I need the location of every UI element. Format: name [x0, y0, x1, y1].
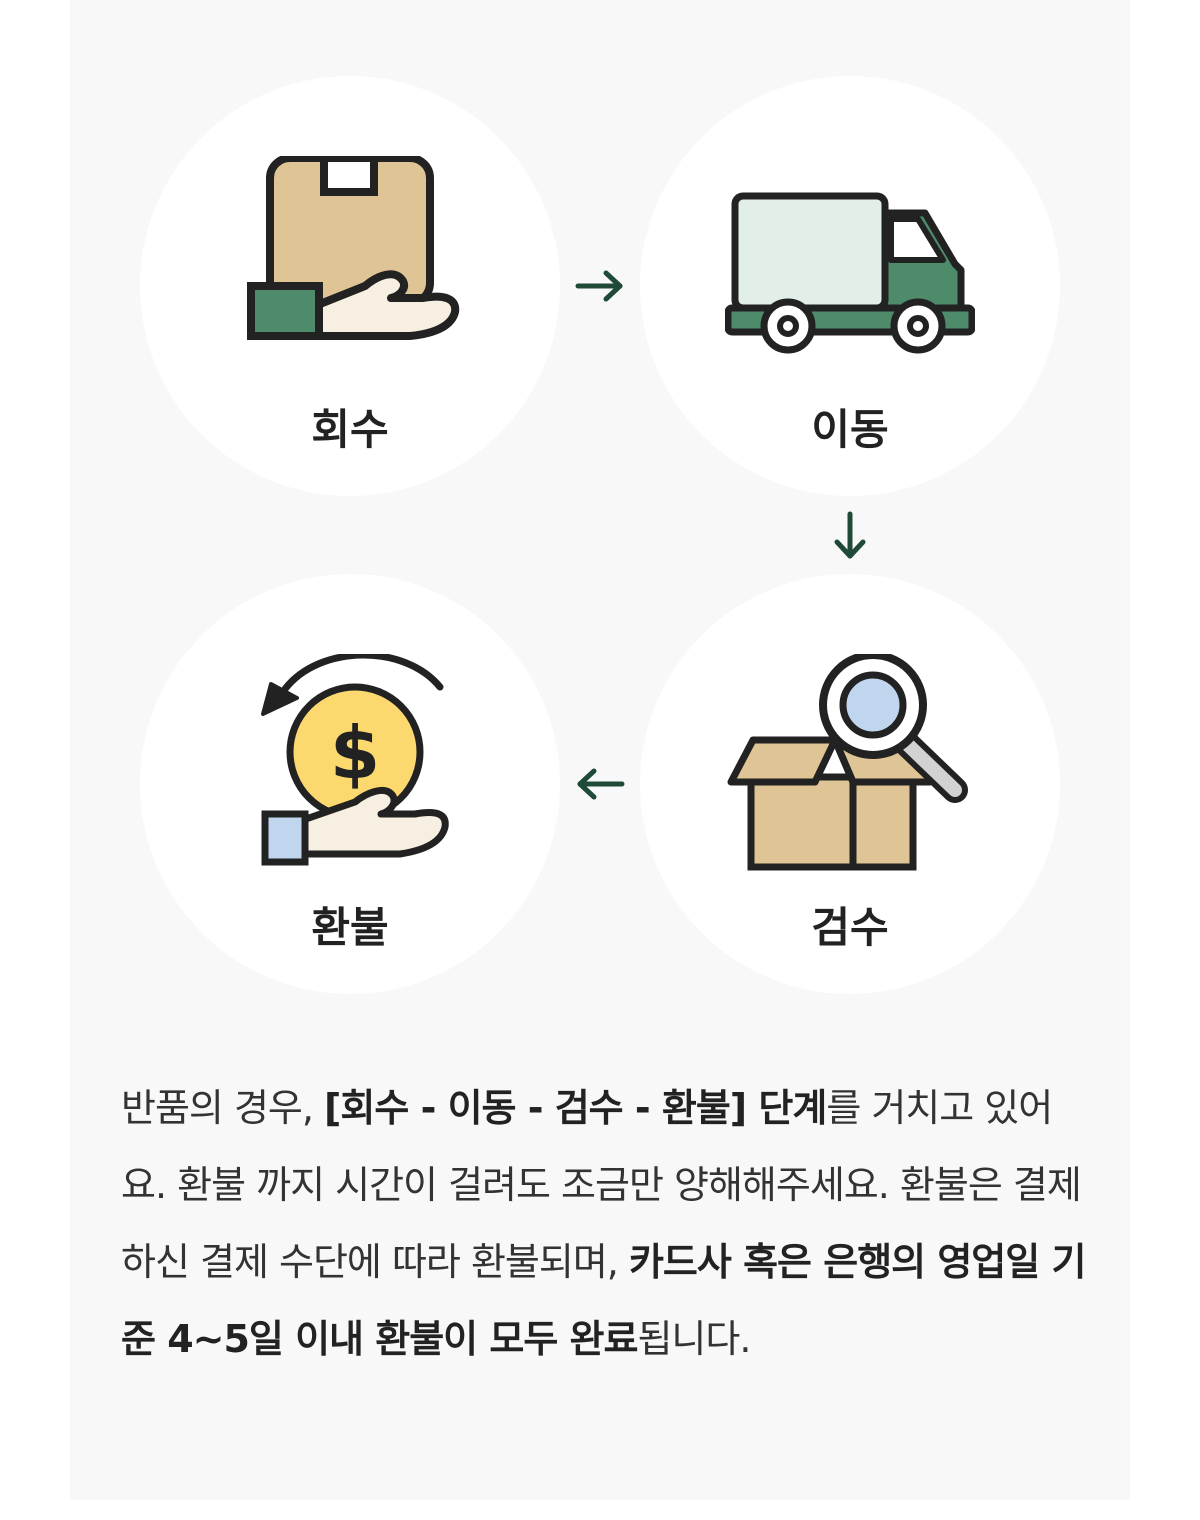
description-steps-highlight: [회수 - 이동 - 검수 - 환불] 단계	[324, 1086, 827, 1130]
box-in-hand-icon	[225, 154, 475, 376]
description-text-3: 됩니다.	[637, 1317, 751, 1361]
step-inspect: 검수	[640, 574, 1060, 994]
arrow-left-icon	[577, 768, 625, 800]
step-label-inspect: 검수	[811, 903, 889, 952]
step-label-collect: 회수	[311, 405, 389, 454]
delivery-truck-icon	[724, 156, 976, 376]
step-move: 이동	[640, 76, 1060, 496]
step-refund: $ 환불	[140, 574, 560, 994]
arrow-right-icon	[575, 270, 623, 302]
description-text-2: 를 거치고 있어요. 환불 까지 시간이 걸려도 조금만 양해해주세요. 환불은…	[121, 1086, 1082, 1284]
refund-description: 반품의 경우, [회수 - 이동 - 검수 - 환불] 단계를 거치고 있어요.…	[121, 1070, 1091, 1378]
coin-refund-icon: $	[225, 651, 475, 874]
svg-text:$: $	[330, 711, 380, 795]
box-magnifier-icon	[725, 651, 975, 874]
step-label-move: 이동	[811, 405, 889, 454]
description-text-1: 반품의 경우,	[121, 1086, 325, 1130]
step-collect: 회수	[140, 76, 560, 496]
description-period-highlight: 카드사 혹은 은행의 영업일 기준 4~5일 이내 환불이 모두 완료	[121, 1240, 1086, 1361]
step-label-refund: 환불	[311, 903, 389, 952]
arrow-down-icon	[834, 511, 866, 559]
